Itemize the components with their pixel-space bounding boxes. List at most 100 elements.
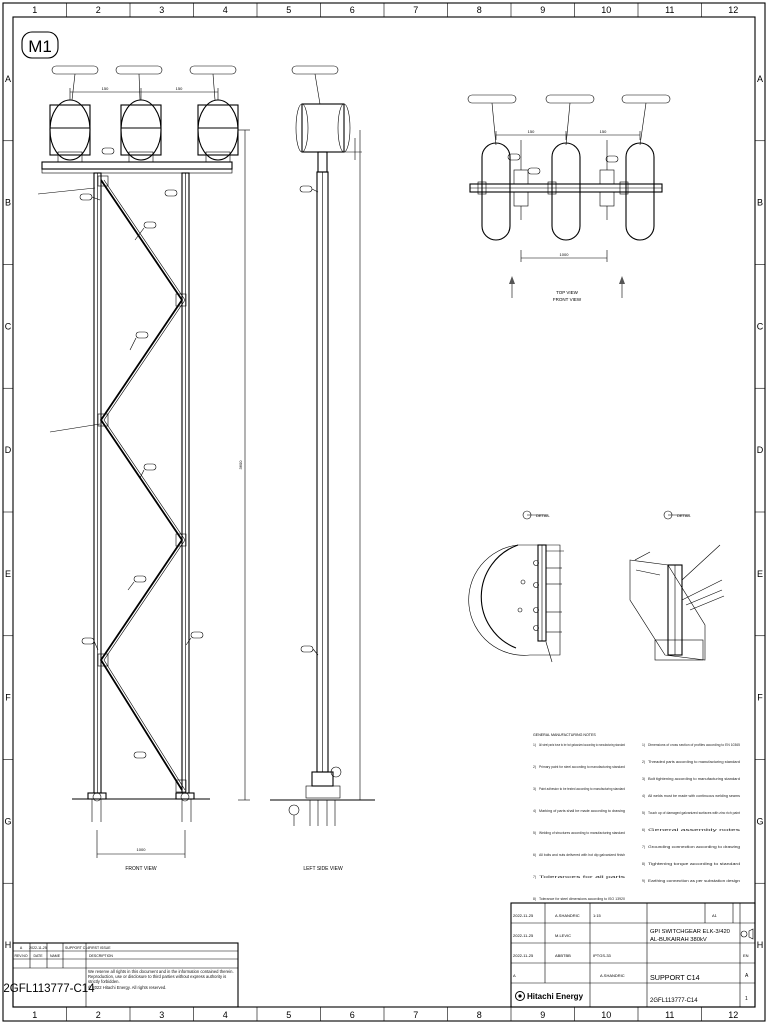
left-side-view-drawing: [270, 65, 375, 826]
grid-column-label: 3: [159, 5, 164, 15]
grid-row-label: E: [5, 569, 11, 579]
revision-code: SUPPORT C14: [65, 946, 89, 950]
note-number: 3): [642, 777, 645, 781]
note-text: All bolts and nuts delivered with hot di…: [539, 853, 625, 857]
sheet-tag: [21, 31, 59, 59]
front-view-small-label: FRONT VIEW: [553, 297, 582, 302]
note-number: 3): [533, 787, 536, 791]
dim-top-pitch-2: 150: [600, 129, 607, 134]
grid-column-label: 4: [223, 5, 228, 15]
grid-row-label: B: [5, 198, 11, 208]
top-view-drawing: 150 150 1000: [467, 94, 671, 298]
grid-column-label: 7: [413, 5, 418, 15]
grid-row-label: A: [757, 74, 763, 84]
tb-date-2: 2022-11-25: [513, 933, 534, 938]
dim-pitch-front-1: 150: [102, 86, 109, 91]
revision-description: FIRST ISSUE: [89, 946, 111, 950]
notes-left-column: 1)All steel parts have to be hot galvani…: [533, 743, 626, 901]
grid-column-label: 4: [223, 1010, 228, 1020]
note-text: Welding of structures according to manuf…: [539, 831, 625, 835]
revision-rev: A: [20, 946, 23, 950]
grid-row-label: G: [756, 816, 763, 826]
grid-column-label: 2: [96, 5, 101, 15]
tb-date-1: 2022-11-25: [513, 913, 534, 918]
note-number: 6): [642, 828, 645, 832]
detail-b-callout: DETAIL: [677, 513, 691, 518]
tb-title: SUPPORT C14: [650, 973, 700, 982]
sheet-tag-label: M1: [28, 37, 52, 56]
copyright-line2: © 2022 Hitachi Energy. All rights reserv…: [88, 984, 167, 990]
grid-column-label: 12: [728, 1010, 738, 1020]
note-number: 6): [533, 853, 536, 857]
dim-top-overall: 1000: [560, 252, 570, 257]
grid-column-label: 1: [32, 5, 37, 15]
grid-column-label: 1: [32, 1010, 37, 1020]
top-view-label: TOP VIEW: [556, 290, 579, 295]
note-number: 1): [642, 743, 645, 747]
grid-column-label: 3: [159, 1010, 164, 1020]
tb-name-2: M.LEVIC: [555, 933, 571, 938]
revision-header-date: DATE: [33, 954, 43, 958]
note-text: Threaded parts according to manufacturin…: [648, 760, 740, 764]
tb-revision: A: [513, 973, 516, 978]
hitachi-energy-logo: Hitachi Energy: [515, 991, 584, 1001]
document-number: 2GFL113777-C14: [3, 983, 95, 995]
tb-sheet: 1: [745, 996, 748, 1002]
grid-column-label: 5: [286, 5, 291, 15]
grid-row-label: C: [5, 321, 12, 331]
grid-column-label: 9: [540, 5, 545, 15]
note-text: Tolerance for steel dimensions according…: [539, 897, 625, 901]
note-number: 1): [533, 743, 536, 747]
tb-project-line1: GPI SWITCHGEAR ELK-3/420: [650, 929, 730, 935]
grid-row-label: A: [5, 74, 11, 84]
detail-b-drawing: [629, 510, 725, 661]
note-text: Tolerances for all parts: [539, 875, 626, 879]
note-text: Tightening torque according to standard: [648, 862, 740, 866]
grid-row-label: F: [757, 693, 763, 703]
tb-scale: 1:15: [593, 913, 602, 918]
tb-name-3: ABBTBB: [555, 953, 571, 958]
tb-format: A1: [712, 913, 718, 918]
grid-column-label: 9: [540, 1010, 545, 1020]
grid-column-label: 10: [601, 1010, 611, 1020]
grid-row-label: B: [757, 198, 763, 208]
copyright-container: We reserve all rights in this document a…: [88, 969, 234, 990]
tb-name-1: A.SHANDRIC: [555, 913, 580, 918]
grid-row-label: F: [5, 693, 11, 703]
tb-ref-code: IPTGS-33: [593, 953, 612, 958]
note-text: Touch up of damaged galvanized surfaces …: [648, 811, 740, 815]
dim-top-pitch-1: 150: [528, 129, 535, 134]
note-number: 8): [533, 897, 536, 901]
front-view-label: FRONT VIEW: [125, 866, 157, 872]
projection-symbol-icon: [740, 928, 754, 940]
note-text: All steel parts have to be hot galvanize…: [539, 743, 625, 747]
note-text: Bolt tightening according to manufacturi…: [648, 777, 740, 781]
note-text: Dimensions of cross section of profiles …: [648, 743, 740, 747]
note-text: All welds must be made with continuous w…: [648, 794, 740, 798]
grid-column-label: 5: [286, 1010, 291, 1020]
logo-wordmark: Hitachi Energy: [527, 992, 584, 1001]
note-number: 2): [533, 765, 536, 769]
revision-header-description: DESCRIPTION: [89, 954, 113, 958]
note-number: 7): [642, 845, 645, 849]
notes-heading: GENERAL MANUFACTURING NOTES: [533, 733, 596, 737]
note-number: 4): [642, 794, 645, 798]
note-text: Grounding connection according to drawin…: [648, 845, 740, 849]
grid-row-label: D: [5, 445, 12, 455]
grid-row-label: H: [5, 940, 12, 950]
grid-row-label: C: [757, 321, 764, 331]
note-number: 8): [642, 862, 645, 866]
note-text: Earthing connection as per substation de…: [648, 879, 740, 883]
dim-total-height: 3600: [238, 460, 243, 470]
grid-row-label: E: [757, 569, 763, 579]
grid-column-label: 6: [350, 1010, 355, 1020]
note-number: 5): [533, 831, 536, 835]
detail-a-drawing: [468, 510, 564, 663]
grid-column-label: 6: [350, 5, 355, 15]
grid-column-label: 12: [728, 5, 738, 15]
copyright-text: We reserve all rights in this document a…: [88, 969, 234, 985]
detail-a-callout: DETAIL: [536, 513, 550, 518]
left-side-view-label: LEFT SIDE VIEW: [303, 866, 343, 872]
